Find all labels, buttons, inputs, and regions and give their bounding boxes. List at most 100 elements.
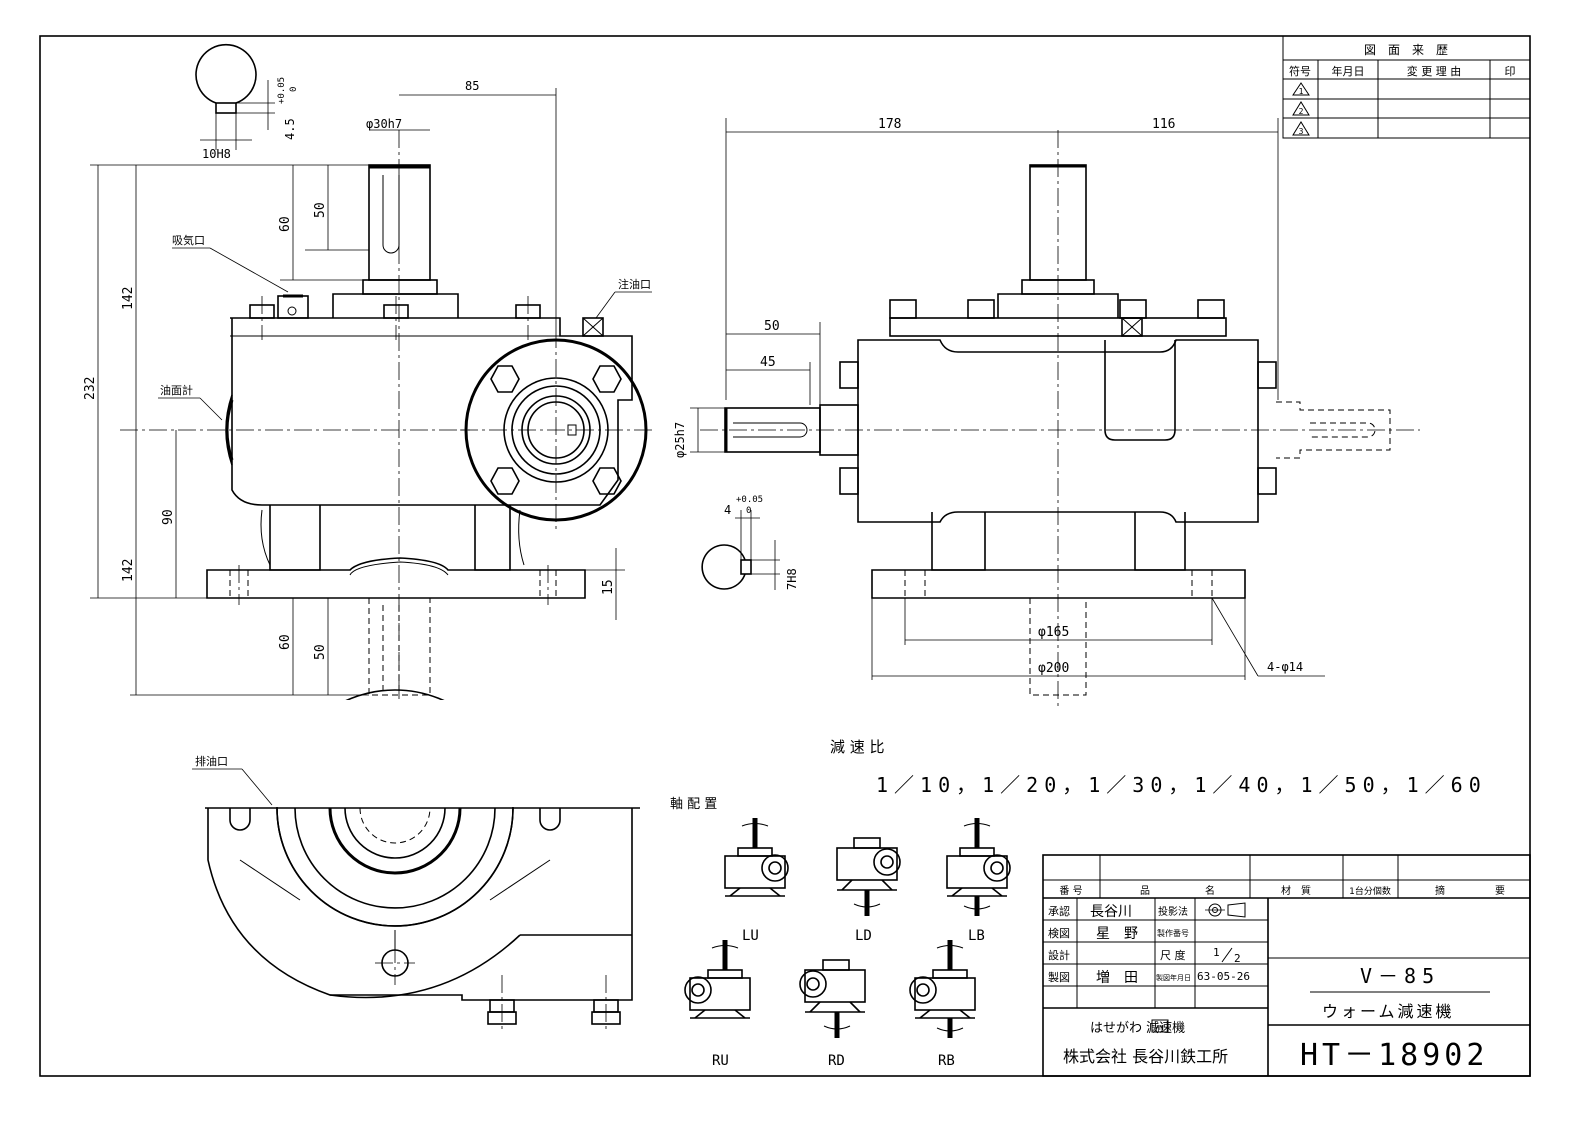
title-col-qty: 1台分個数 [1349,885,1391,897]
third-angle-projection-icon [1205,902,1246,918]
design-label: 設計 [1048,948,1070,962]
arrangement-ld [836,837,901,916]
keyway-top-depth: 4.5 [283,118,297,140]
housing-bolt [249,296,541,340]
svg-text:60: 60 [278,216,293,232]
callout-oil-gauge: 油面計 [160,383,193,397]
title-block: 番 号 品 名 材 質 1台分個数 摘 要 承認 長谷川 投影法 検図 星 野 … [1042,854,1531,1077]
input-flange [460,330,652,530]
revision-header-reason: 変 更 理 由 [1407,64,1462,78]
callout-air-vent: 吸気口 [172,233,205,247]
oil-inlet-plug [582,317,604,337]
keyway-section-top: 10H8 4.5 +0.05 0 [195,44,299,161]
checked-name: 星 野 [1096,926,1138,942]
front-dimensions: 85 φ30h7 232 142 142 90 60 50 60 50 [83,79,625,696]
product-name: ウォーム減速機 [1322,1002,1455,1021]
bottom-view: 排油口 [192,689,640,1030]
brand-logo [1151,1019,1169,1033]
mfg-no-label: 製作番号 [1157,928,1189,938]
arrangement-label-lb: LB [968,928,985,944]
svg-text:142: 142 [121,559,136,582]
keyway-section-side: 4 +0.05 0 7H8 [701,495,799,590]
arrangement-ru [684,940,751,1019]
revision-header-seal: 印 [1505,65,1516,78]
keyway-top-tolerance: +0.05 [277,77,287,104]
side-view: 178 116 50 45 φ25h7 φ165 φ200 4-φ14 [673,117,1420,710]
title-col-remarks-a: 摘 [1435,884,1445,897]
arrangement-rd [799,959,866,1038]
svg-text:0: 0 [746,506,751,516]
arrangement-label-ru: RU [712,1053,729,1069]
checked-label: 検図 [1048,926,1070,940]
svg-text:232: 232 [83,377,98,400]
keyway-top-width: 10H8 [202,147,231,161]
svg-text:116: 116 [1152,117,1175,132]
svg-text:60: 60 [278,634,293,650]
revision-symbol-2: 2 [1292,101,1310,116]
svg-text:85: 85 [465,79,479,93]
approved-label: 承認 [1048,904,1070,918]
title-col-no: 番 号 [1059,885,1082,897]
arrangement-lu [724,818,789,897]
drawn-label: 製図 [1048,970,1070,984]
arrangement-label-ld: LD [855,928,872,944]
scale-denominator: 2 [1234,952,1241,965]
title-col-material: 材 質 [1281,884,1311,897]
scale-label: 尺 度 [1160,948,1186,962]
air-vent-plug [277,294,309,319]
callout-oil-inlet: 注油口 [618,277,651,291]
title-col-name-b: 名 [1205,884,1215,897]
brand-line: はせがわ 減速機 [1090,1020,1185,1036]
svg-text:φ30h7: φ30h7 [366,117,402,131]
reduction-ratios: 1／10，1／20，1／30，1／40，1／50，1／60 [876,773,1487,797]
gear-housing [230,317,633,506]
svg-text:2: 2 [1299,107,1304,116]
svg-text:φ200: φ200 [1038,661,1069,676]
arrangement-rb [909,940,976,1038]
holes-callout: 4-φ14 [1267,660,1303,674]
svg-text:φ165: φ165 [1038,625,1069,640]
svg-text:15: 15 [601,579,616,595]
shaft-arrangement-label: 軸 配 置 [670,797,717,812]
title-col-name-a: 品 [1140,885,1150,897]
revision-title: 図 面 来 歴 [1364,43,1448,57]
svg-text:7H8: 7H8 [785,568,799,590]
company-name: 株式会社 長谷川鉄工所 [1063,1047,1228,1066]
drawing-border [39,35,1531,1077]
arrangement-label-rb: RB [938,1053,955,1069]
svg-text:+0.05: +0.05 [736,495,763,505]
svg-text:90: 90 [161,509,176,525]
svg-text:3: 3 [1299,127,1304,136]
scale-numerator: 1 [1213,946,1220,959]
projection-label: 投影法 [1158,905,1188,918]
drawing-number: HT－18902 [1300,1038,1488,1073]
svg-text:45: 45 [760,355,776,370]
revision-symbol-1: 1 [1292,82,1310,96]
svg-text:50: 50 [764,319,780,334]
arrangement-label-rd: RD [828,1053,845,1069]
front-view: 10H8 4.5 +0.05 0 [83,44,652,715]
revision-symbol-3: 3 [1292,121,1310,136]
svg-text:φ25h7: φ25h7 [673,422,687,458]
title-col-remarks-b: 要 [1495,885,1505,897]
svg-text:142: 142 [121,287,136,310]
model-number: V－85 [1360,964,1440,988]
svg-text:1: 1 [1299,87,1304,96]
arrangement-lb [946,818,1011,916]
revision-header-date: 年月日 [1332,64,1365,78]
svg-text:50: 50 [313,644,328,660]
arrangement-label-lu: LU [742,928,759,944]
revision-table: 図 面 来 歴 符号 年月日 変 更 理 由 印 1 2 3 [1282,35,1531,139]
revision-header-symbol: 符号 [1289,65,1311,78]
approved-name: 長谷川 [1090,904,1132,920]
base-plate [206,557,586,599]
date-value: 63-05-26 [1197,970,1250,983]
date-label: 製図年月日 [1156,973,1191,982]
reduction-label: 減 速 比 [830,738,885,756]
svg-text:4: 4 [724,503,731,517]
keyway-top-tolerance-lower: 0 [289,87,299,92]
brand-mark: HM [1155,1024,1163,1032]
drawn-name: 増 田 [1096,970,1138,986]
callout-oil-drain: 排油口 [195,754,228,768]
svg-text:50: 50 [313,202,328,218]
